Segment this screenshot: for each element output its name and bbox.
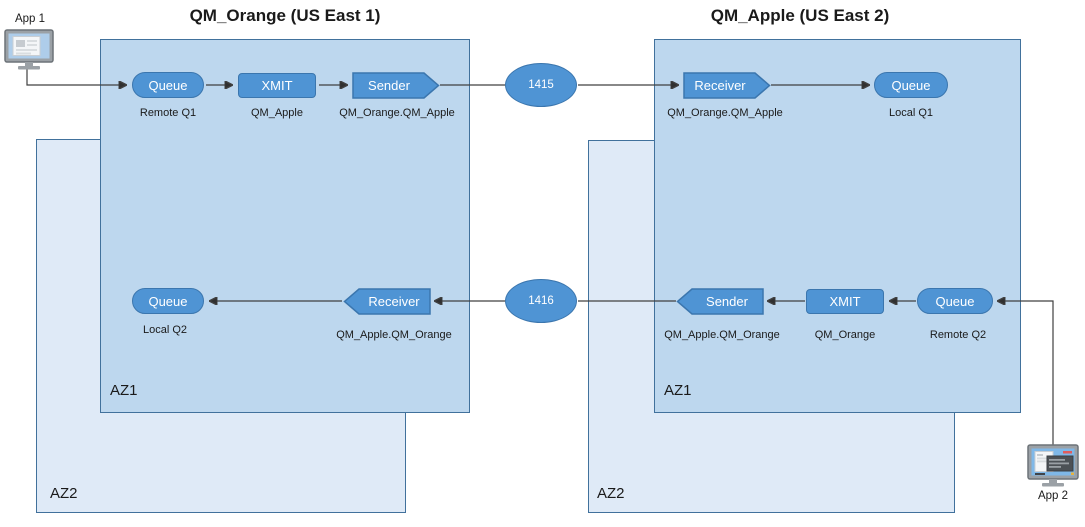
left-region-title: QM_Orange (US East 1)	[189, 6, 381, 25]
xmit-queue-right-name: QM_Orange	[814, 329, 876, 341]
remote-q1-queue-label: Queue	[148, 77, 188, 93]
local-q1-queue-label: Queue	[891, 77, 931, 93]
xmit-queue-left: XMIT	[238, 73, 316, 98]
sender-channel-left: Sender	[352, 72, 440, 99]
left-az1-box	[100, 39, 470, 413]
sender-channel-left-name: QM_Orange.QM_Apple	[339, 107, 455, 119]
port-1415-ellipse: 1415	[505, 63, 577, 107]
app2-monitor-icon	[1027, 444, 1079, 487]
right-az1-box	[654, 39, 1021, 413]
receiver-channel-left: Receiver	[343, 288, 431, 315]
port-1415-label: 1415	[528, 79, 554, 91]
remote-q2-name: Remote Q2	[929, 329, 987, 341]
right-region-title: QM_Apple (US East 2)	[710, 6, 890, 25]
xmit-queue-left-name: QM_Apple	[251, 107, 303, 119]
port-1416-ellipse: 1416	[505, 279, 577, 323]
receiver-channel-right-name: QM_Orange.QM_Apple	[667, 107, 783, 119]
xmit-queue-right-label: XMIT	[829, 294, 861, 309]
remote-q2-queue: Queue	[917, 288, 993, 314]
xmit-queue-left-label: XMIT	[261, 78, 293, 93]
receiver-channel-right: Receiver	[683, 72, 771, 99]
remote-q1-queue: Queue	[132, 72, 204, 98]
local-q2-queue-label: Queue	[148, 293, 188, 309]
receiver-channel-right-label: Receiver	[694, 78, 746, 93]
app2-label: App 2	[1037, 490, 1069, 502]
local-q2-queue: Queue	[132, 288, 204, 314]
app1-monitor-icon	[4, 29, 54, 70]
right-az2-label: AZ2	[597, 485, 625, 502]
local-q1-name: Local Q1	[888, 107, 934, 119]
right-az1-label: AZ1	[664, 382, 692, 399]
app1-label: App 1	[14, 13, 46, 25]
local-q1-queue: Queue	[874, 72, 948, 98]
remote-q2-queue-label: Queue	[935, 293, 975, 309]
receiver-channel-left-label: Receiver	[368, 294, 420, 309]
port-1416-label: 1416	[528, 295, 554, 307]
local-q2-name: Local Q2	[142, 324, 188, 336]
sender-channel-right-name: QM_Apple.QM_Orange	[664, 329, 780, 341]
sender-channel-left-label: Sender	[368, 78, 411, 93]
sender-channel-right: Sender	[676, 288, 764, 315]
xmit-queue-right: XMIT	[806, 289, 884, 314]
remote-q1-name: Remote Q1	[139, 107, 197, 119]
sender-channel-right-label: Sender	[706, 294, 749, 309]
left-az2-label: AZ2	[50, 485, 78, 502]
receiver-channel-left-name: QM_Apple.QM_Orange	[336, 329, 452, 341]
left-az1-label: AZ1	[110, 382, 138, 399]
